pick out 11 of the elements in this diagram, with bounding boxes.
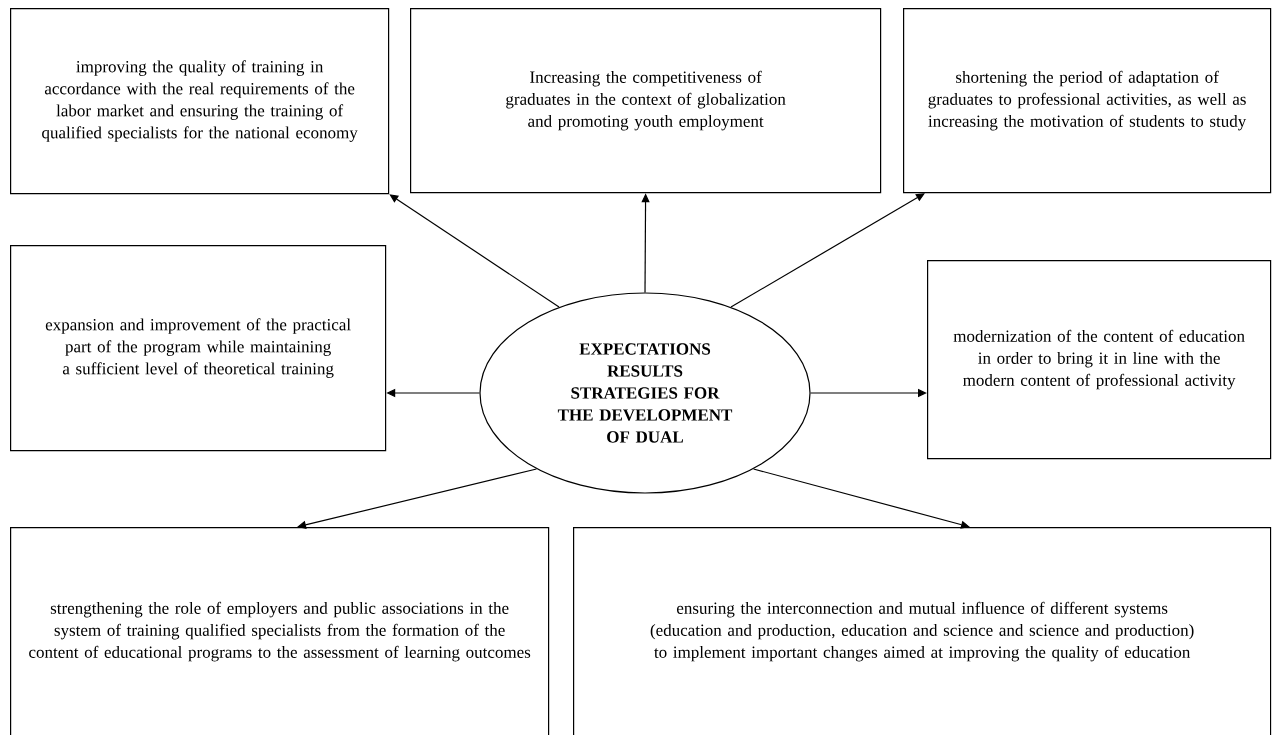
arrow xyxy=(730,193,925,308)
text-box: Increasing the competitiveness of graduates in the context of globalization and promoting youth employment xyxy=(410,8,882,194)
text-box: ensuring the interconnection and mutual influence of different systems (education and production, education and science and science and production) to implement important changes aimed at improving the quality of education xyxy=(573,527,1272,735)
arrow xyxy=(297,468,538,529)
arrow xyxy=(752,468,970,529)
text-box: expansion and improvement of the practical part of the program while maintaining a sufficient level of theoretical training xyxy=(10,245,387,452)
text-box: shortening the period of adaptation of graduates to professional activities, as well as increasing the motivation of students to study xyxy=(903,8,1272,194)
text-box: improving the quality of training in accordance with the real requirements of the labor market and ensuring the training of qualified specialists for the national economy xyxy=(10,8,390,195)
text-box: strengthening the role of employers and public associations in the system of training qualified specialists from the formation of the content of educational programs to the assessment of learning outcomes xyxy=(10,527,550,735)
arrow xyxy=(389,194,560,308)
text-box: modernization of the content of education in order to bring it in line with the modern content of professional activity xyxy=(927,260,1272,460)
